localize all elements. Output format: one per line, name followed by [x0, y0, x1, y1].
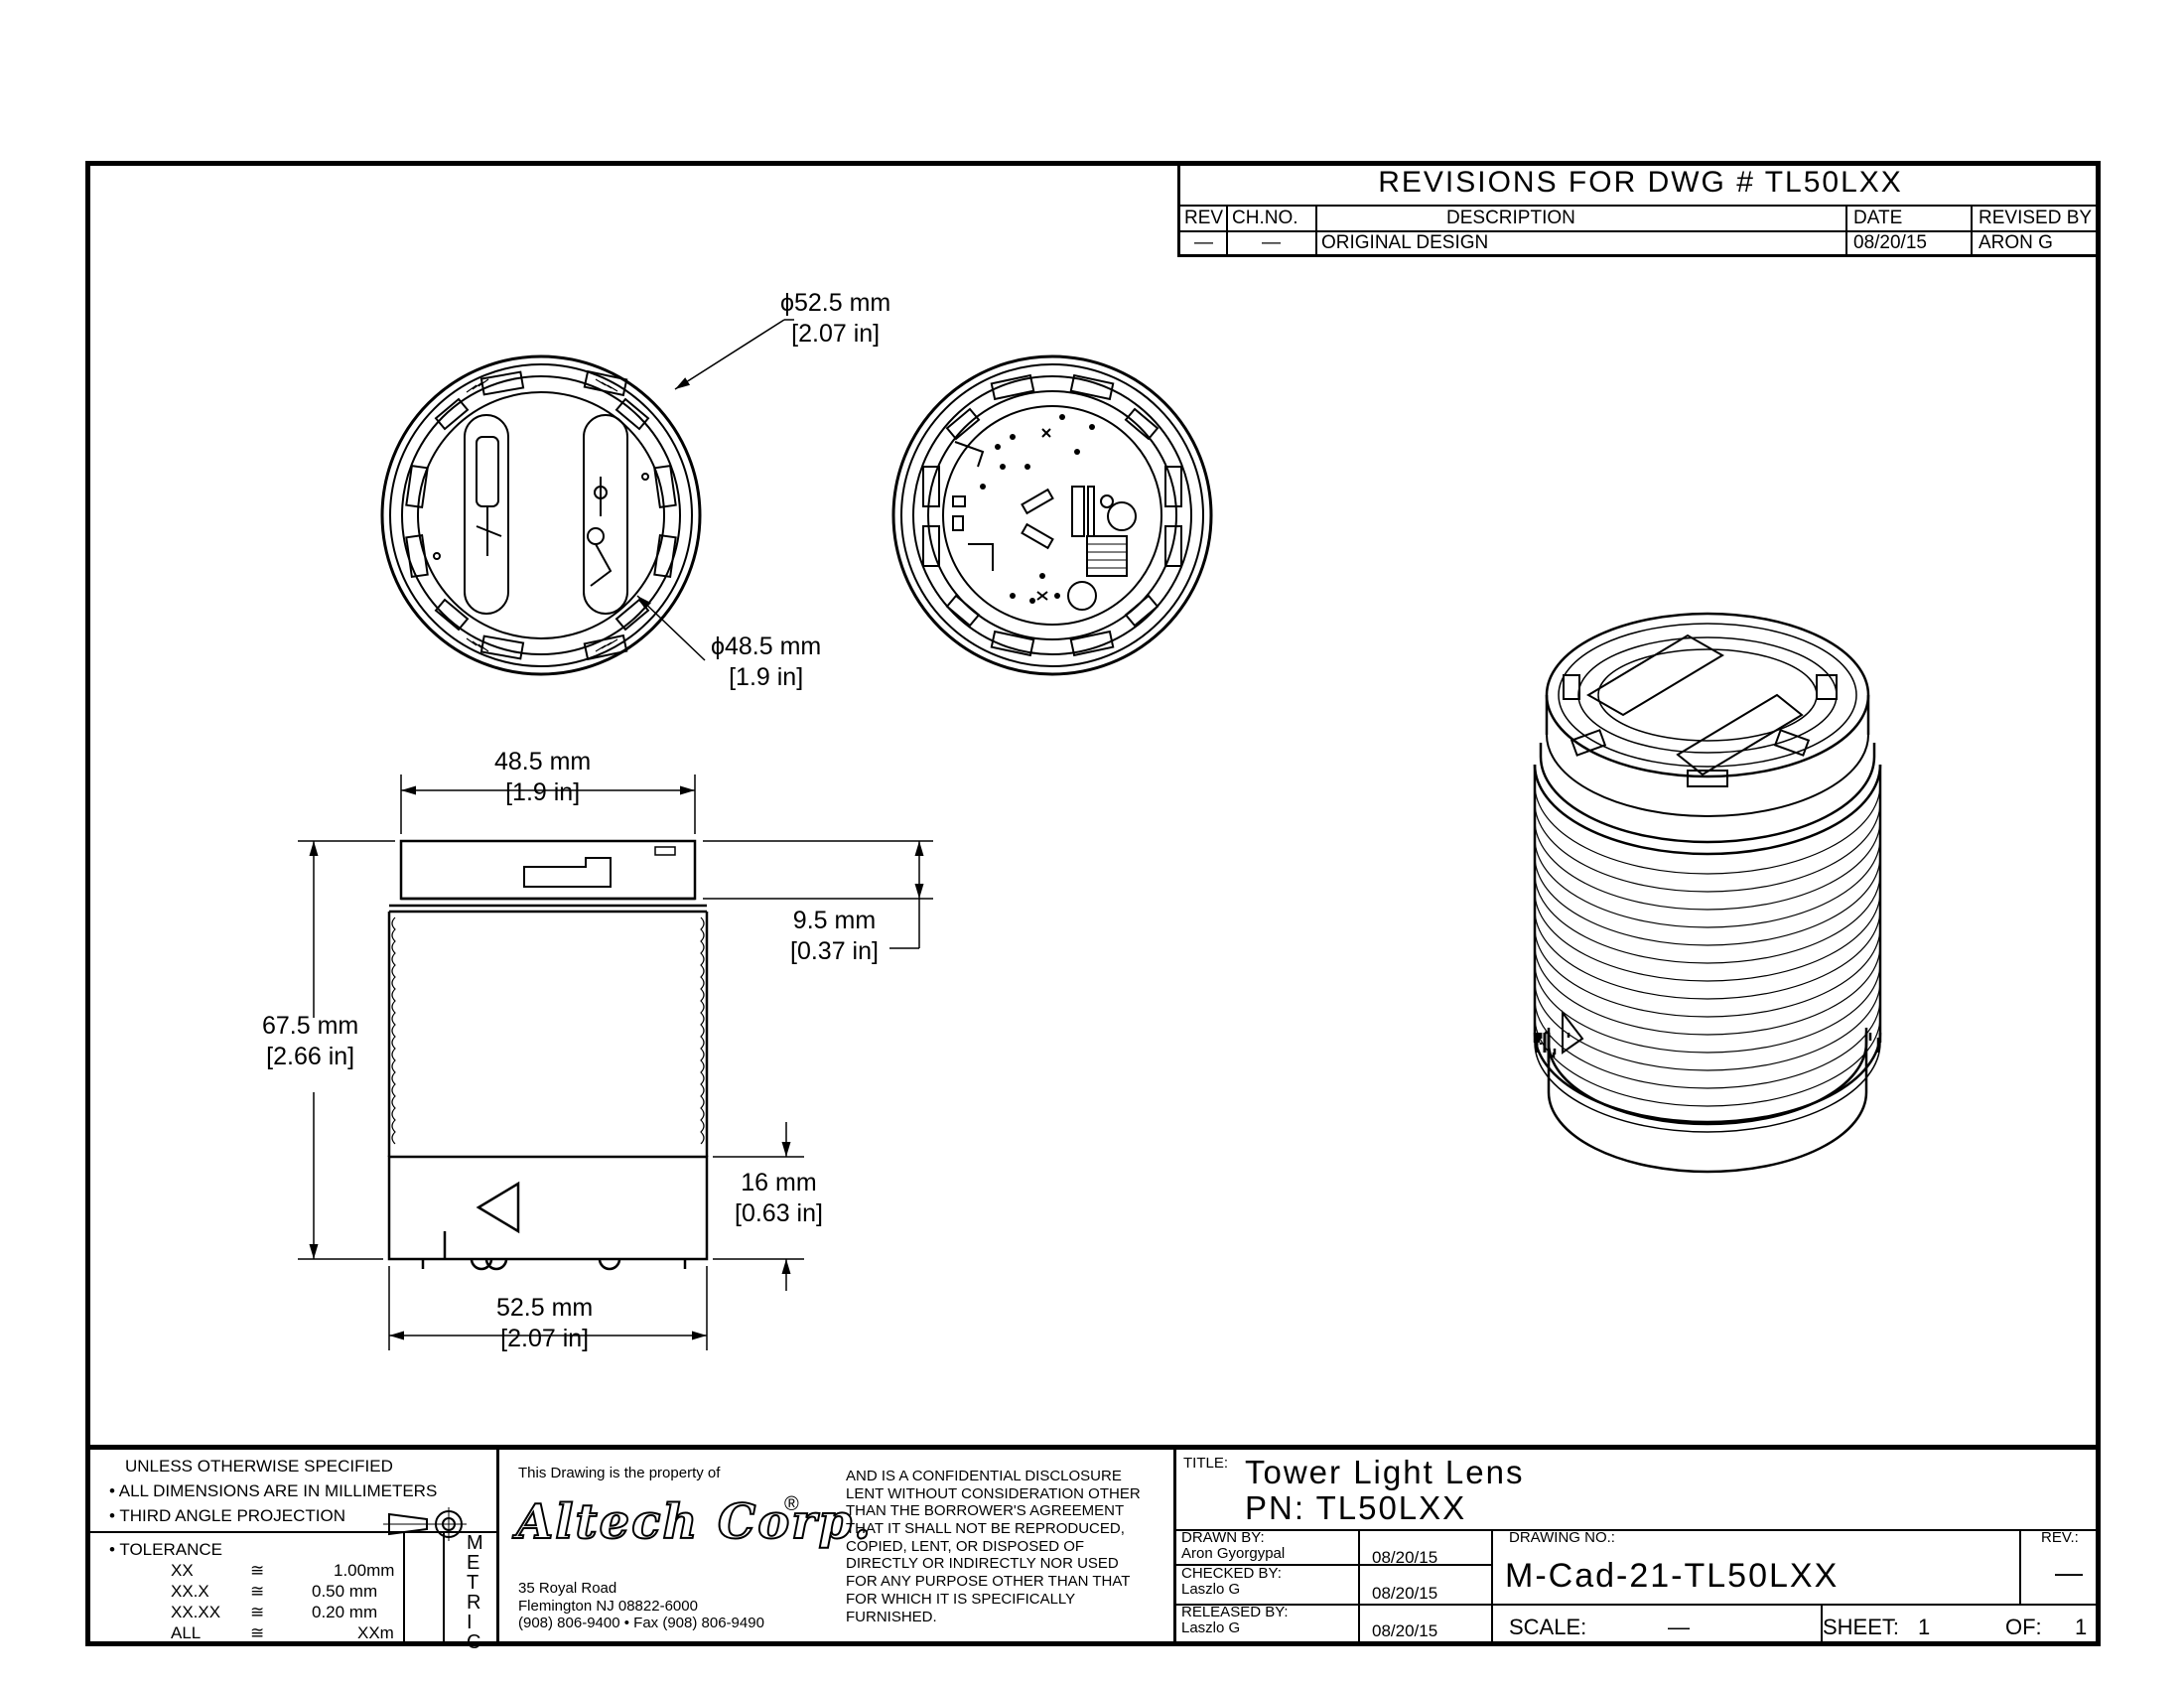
- tolerance-title: • TOLERANCE: [109, 1540, 222, 1559]
- drawing-no-label: DRAWING NO.:: [1509, 1529, 1615, 1546]
- rev-value: —: [2055, 1557, 2083, 1588]
- tolerance-sym: ≅: [250, 1582, 265, 1601]
- date-header: DATE: [1853, 208, 1903, 228]
- tolerance-fmt: XX.XX: [171, 1603, 221, 1621]
- drawn-date: 08/20/15: [1372, 1548, 1438, 1567]
- registered-mark: ®: [784, 1493, 799, 1515]
- revised-by-cell: ARON G: [1979, 232, 2053, 253]
- base-height-dimension: 16 mm [0.63 in]: [735, 1169, 823, 1228]
- tolerance-sym: ≅: [250, 1623, 265, 1642]
- checked-date: 08/20/15: [1372, 1584, 1438, 1603]
- released-date: 08/20/15: [1372, 1621, 1438, 1640]
- ch-no-cell: —: [1262, 232, 1281, 253]
- drawing-title: Tower Light Lens: [1245, 1454, 1525, 1490]
- third-angle-projection-symbol: [383, 1507, 467, 1541]
- tolerance-sym: ≅: [250, 1561, 265, 1580]
- tolerance-val: 0.50 mm: [312, 1582, 378, 1601]
- top-outer-diameter: ϕ52.5 mm [2.07 in]: [780, 289, 891, 349]
- description-header: DESCRIPTION: [1446, 208, 1575, 228]
- metric-label: METRIC: [467, 1532, 483, 1653]
- title-block: [85, 1445, 2101, 1646]
- isometric-view: [1533, 612, 1882, 1133]
- width-top-dimension: 48.5 mm [1.9 in]: [494, 748, 592, 807]
- top-view-left: [380, 354, 702, 676]
- confidential-note: AND IS A CONFIDENTIAL DISCLOSURE LENT WI…: [846, 1468, 1141, 1625]
- drawn-by: Aron Gyorgypal: [1181, 1545, 1286, 1562]
- rev-header: REV: [1184, 208, 1224, 228]
- unless-specified-note: UNLESS OTHERWISE SPECIFIED: [125, 1457, 393, 1476]
- revisions-title: REVISIONS FOR DWG # TL50LXX: [1378, 166, 1903, 199]
- tolerance-val: XXm: [357, 1623, 394, 1642]
- address-line-2: Flemington NJ 08822-6000: [518, 1598, 698, 1615]
- scale-label: SCALE:: [1509, 1615, 1587, 1639]
- tolerance-fmt: XX.X: [171, 1582, 209, 1601]
- tolerance-val: 1.00mm: [334, 1561, 395, 1580]
- third-angle-note: • THIRD ANGLE PROJECTION: [109, 1506, 346, 1525]
- drawing-number: M-Cad-21-TL50LXX: [1505, 1557, 1840, 1595]
- top-view-right: [891, 354, 1213, 676]
- rev-label: REV.:: [2041, 1529, 2079, 1546]
- checked-by: Laszlo G: [1181, 1581, 1241, 1598]
- checked-by-label: CHECKED BY:: [1181, 1565, 1282, 1582]
- rev-cell: —: [1194, 232, 1213, 253]
- isometric-bottom: [1537, 633, 1868, 1174]
- sheet-label: SHEET:: [1823, 1615, 1900, 1639]
- scale-value: —: [1668, 1615, 1690, 1639]
- tolerance-fmt: XX: [171, 1561, 194, 1580]
- drawing-frame: [85, 161, 2101, 1646]
- company-logo: Altech Corp.: [515, 1493, 873, 1551]
- front-view: [387, 839, 709, 1271]
- revisions-table: REVISIONS FOR DWG # TL50LXX REV CH.NO. D…: [1177, 161, 2101, 257]
- of-value: 1: [2075, 1615, 2088, 1639]
- released-by: Laszlo G: [1181, 1619, 1241, 1636]
- all-dimensions-note: • ALL DIMENSIONS ARE IN MILLIMETERS: [109, 1481, 438, 1500]
- part-number: PN: TL50LXX: [1245, 1489, 1467, 1526]
- released-by-label: RELEASED BY:: [1181, 1604, 1289, 1620]
- phone-fax: (908) 806-9400 • Fax (908) 806-9490: [518, 1615, 764, 1631]
- date-cell: 08/20/15: [1853, 232, 1927, 253]
- tolerance-fmt: ALL: [171, 1623, 202, 1642]
- revised-by-header: REVISED BY: [1979, 208, 2093, 228]
- top-inner-diameter: ϕ48.5 mm [1.9 in]: [711, 633, 822, 692]
- sheet-value: 1: [1918, 1615, 1931, 1639]
- tolerance-sym: ≅: [250, 1603, 265, 1621]
- address-line-1: 35 Royal Road: [518, 1580, 617, 1597]
- drawn-by-label: DRAWN BY:: [1181, 1529, 1265, 1546]
- ch-no-header: CH.NO.: [1232, 208, 1298, 228]
- of-label: OF:: [2005, 1615, 2042, 1639]
- property-of: This Drawing is the property of: [518, 1465, 721, 1481]
- description-cell: ORIGINAL DESIGN: [1321, 232, 1489, 253]
- height-dimension: 67.5 mm [2.66 in]: [262, 1012, 359, 1071]
- cap-height-dimension: 9.5 mm [0.37 in]: [790, 907, 879, 966]
- title-label: TITLE:: [1183, 1455, 1229, 1472]
- tolerance-val: 0.20 mm: [312, 1603, 378, 1621]
- width-base-dimension: 52.5 mm [2.07 in]: [496, 1294, 594, 1353]
